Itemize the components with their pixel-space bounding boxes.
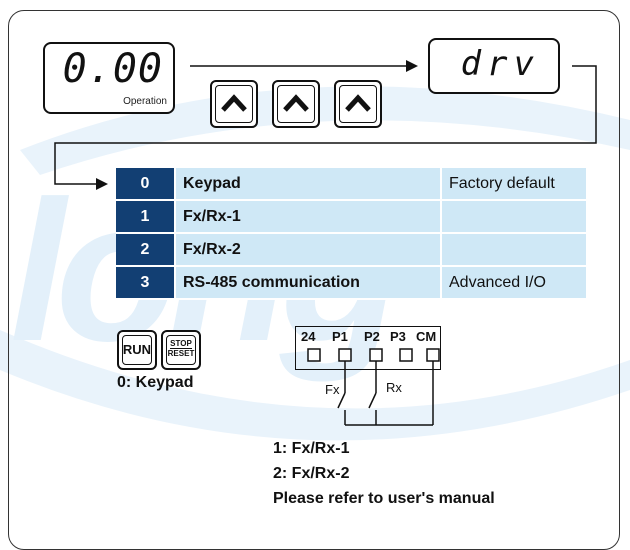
fx-switch	[337, 392, 346, 409]
row-note: Factory default	[440, 168, 586, 201]
main-display-value: 0.00	[62, 46, 163, 92]
stop-reset-button[interactable]: STOP RESET	[161, 330, 201, 370]
keypad-caption: 0: Keypad	[117, 374, 194, 391]
fx-label: Fx	[325, 382, 340, 397]
row-note	[440, 201, 586, 234]
stop-label: STOP	[170, 339, 192, 349]
terminal-p2	[369, 348, 383, 362]
note-line-3: Please refer to user's manual	[273, 490, 495, 507]
reset-label: RESET	[167, 349, 195, 358]
row-number: 1	[116, 201, 174, 234]
terminal-block	[295, 326, 441, 370]
row-note	[440, 234, 586, 267]
options-table: 0 Keypad Factory default 1 Fx/Rx-1 2 Fx/…	[116, 168, 586, 300]
terminal-cm	[426, 348, 440, 362]
chevron-up-icon	[283, 94, 309, 112]
arrow-head-loop	[96, 178, 108, 190]
row-name: Fx/Rx-2	[174, 234, 440, 267]
row-number: 2	[116, 234, 174, 267]
main-display-caption: Operation	[123, 96, 167, 107]
rx-switch	[368, 392, 377, 409]
row-number: 3	[116, 267, 174, 300]
main-display: 0.00 Operation	[43, 42, 175, 114]
terminal-label: CM	[416, 329, 437, 344]
up-key-3[interactable]	[334, 80, 382, 128]
terminal-p1	[338, 348, 352, 362]
terminal-24	[307, 348, 321, 362]
row-name: Fx/Rx-1	[174, 201, 440, 234]
target-display-value: drv	[460, 44, 540, 84]
target-display: drv	[428, 38, 560, 94]
terminal-p3	[399, 348, 413, 362]
row-number: 0	[116, 168, 174, 201]
up-key-1[interactable]	[210, 80, 258, 128]
terminal-label: P3	[390, 329, 406, 344]
note-line-1: 1: Fx/Rx-1	[273, 440, 350, 457]
row-name: RS-485 communication	[174, 267, 440, 300]
rx-label: Rx	[386, 380, 402, 395]
up-key-2[interactable]	[272, 80, 320, 128]
terminal-label: P2	[364, 329, 380, 344]
arrow-head-top	[406, 60, 418, 72]
table-row: 3 RS-485 communication Advanced I/O	[116, 267, 586, 300]
row-note: Advanced I/O	[440, 267, 586, 300]
terminal-label: P1	[332, 329, 348, 344]
table-row: 2 Fx/Rx-2	[116, 234, 586, 267]
run-button[interactable]: RUN	[117, 330, 157, 370]
table-row: 0 Keypad Factory default	[116, 168, 586, 201]
terminal-label: 24	[301, 329, 316, 344]
chevron-up-icon	[221, 94, 247, 112]
row-name: Keypad	[174, 168, 440, 201]
table-row: 1 Fx/Rx-1	[116, 201, 586, 234]
note-line-2: 2: Fx/Rx-2	[273, 465, 350, 482]
arrow-line-loop	[54, 65, 597, 185]
chevron-up-icon	[345, 94, 371, 112]
